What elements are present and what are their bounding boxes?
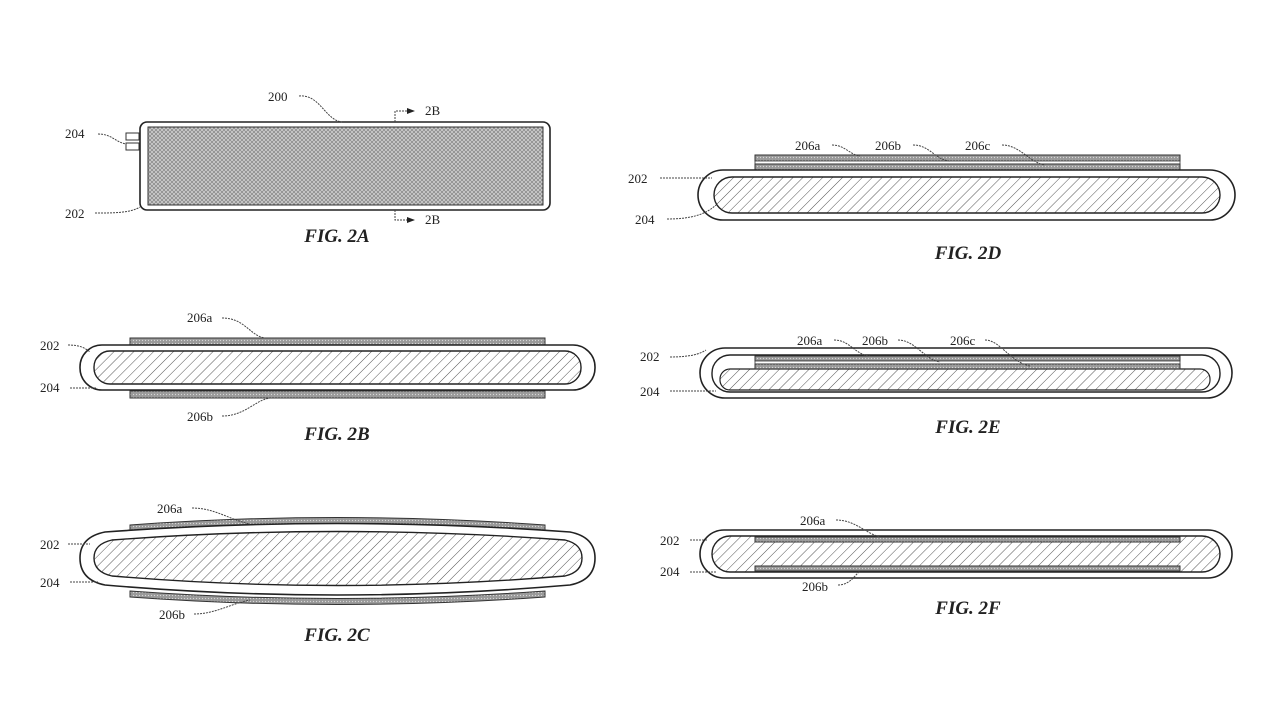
caption: FIG. 2C <box>303 625 370 646</box>
caption: FIG. 2D <box>934 243 1002 264</box>
leader-206c <box>984 339 1031 367</box>
label-202: 202 <box>40 537 60 552</box>
figure-2e: 206a 206b 206c 202 204 FIG. 2E <box>640 333 1233 438</box>
label-202: 202 <box>660 533 680 548</box>
label-206b: 206b <box>875 138 901 153</box>
leader-206a <box>835 519 881 538</box>
label-204: 204 <box>65 126 85 141</box>
layer-206a <box>754 154 1181 162</box>
layer-206a <box>754 536 1181 543</box>
leader-206a <box>831 144 861 157</box>
label-202: 202 <box>65 206 85 221</box>
label-206b: 206b <box>159 607 185 622</box>
leader-202 <box>67 344 91 353</box>
electrode-204 <box>711 535 1221 573</box>
label-202: 202 <box>640 349 660 364</box>
figure-2f: 206a 202 204 206b FIG. 2F <box>660 513 1233 619</box>
leader-202 <box>94 206 141 214</box>
label-206c: 206c <box>965 138 991 153</box>
label-202: 202 <box>40 338 60 353</box>
label-section-bottom: 2B <box>425 212 441 227</box>
label-204: 204 <box>640 384 660 399</box>
figure-2a: 200 204 202 2B 2B FIG. 2A <box>65 89 551 247</box>
electrode-204 <box>719 368 1211 391</box>
label-204: 204 <box>635 212 655 227</box>
label-206b: 206b <box>802 579 828 594</box>
label-204: 204 <box>40 575 60 590</box>
label-206a: 206a <box>800 513 826 528</box>
label-206a: 206a <box>797 333 823 348</box>
label-202: 202 <box>628 171 648 186</box>
leader-202 <box>669 349 707 358</box>
cell-body <box>147 126 544 206</box>
label-section-top: 2B <box>425 103 441 118</box>
section-arrow-bottom <box>394 210 415 223</box>
tab-terminal <box>125 132 140 141</box>
caption: FIG. 2A <box>303 226 369 247</box>
label-206a: 206a <box>157 501 183 516</box>
leader-206b <box>897 339 941 363</box>
caption: FIG. 2F <box>934 598 1001 619</box>
label-206a: 206a <box>187 310 213 325</box>
figure-2b: 206a 202 204 206b FIG. 2B <box>40 310 596 445</box>
label-206b: 206b <box>187 409 213 424</box>
layer-206a <box>129 337 546 346</box>
electrode-204 <box>93 350 582 385</box>
label-204: 204 <box>40 380 60 395</box>
leader-206b <box>837 570 861 586</box>
leader-200 <box>298 95 343 123</box>
leader-206a <box>833 339 871 357</box>
figure-2c: 206a 202 204 206b FIG. 2C <box>40 501 596 646</box>
label-206b: 206b <box>862 333 888 348</box>
layer-206b <box>129 390 546 399</box>
leader-206b <box>912 144 951 162</box>
label-200: 200 <box>268 89 288 104</box>
label-206a: 206a <box>795 138 821 153</box>
layer-206b <box>754 565 1181 572</box>
layer-206b <box>129 590 546 605</box>
leader-204 <box>97 133 127 145</box>
leader-206a <box>191 507 251 525</box>
label-204: 204 <box>660 564 680 579</box>
figure-2d: 206a 206b 206c 202 204 FIG. 2D <box>628 138 1236 264</box>
caption: FIG. 2E <box>934 417 1000 438</box>
leader-206c <box>1001 144 1046 166</box>
electrode-204 <box>93 530 583 587</box>
label-206c: 206c <box>950 333 976 348</box>
layer-206a <box>754 355 1181 362</box>
layer-206c <box>754 363 1181 370</box>
leader-204 <box>666 204 717 220</box>
leader-206b <box>221 397 271 417</box>
tab-terminal <box>125 142 140 151</box>
electrode-204 <box>713 176 1221 214</box>
caption: FIG. 2B <box>303 424 369 445</box>
section-arrow-top <box>394 108 415 122</box>
leader-206a <box>221 317 266 339</box>
layer-206c <box>754 163 1181 171</box>
